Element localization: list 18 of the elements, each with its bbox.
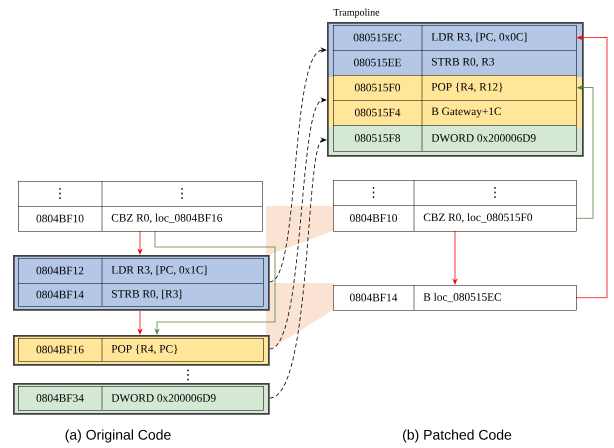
code-row: 0804BF16 POP {R4, PC} [18,338,264,362]
ellipsis: ⋮ [187,370,189,380]
code-row: 080515F0 POP {R4, R12} [333,74,577,101]
code-row: ⋮ ⋮ [18,180,263,207]
code-row: 0804BF34 DWORD 0x200006D9 [18,386,264,411]
code-row: 0804BF14 B loc_080515EC [333,284,577,311]
code-row: 080515EE STRB R0, R3 [333,50,577,76]
code-row: 080515F4 B Gateway+1C [333,100,577,126]
node-label: Trampoline [333,8,380,18]
code-row: 0804BF10 CBZ R0, loc_0804BF16 [18,206,263,232]
code-row: 0804BF14 STRB R0, [R3] [18,282,264,307]
code-row: ⋮ ⋮ [333,180,577,206]
caption: (a) Original Code [66,429,171,443]
code-row: 0804BF12 LDR R3, [PC, 0x1C] [18,258,264,284]
code-row: 0804BF10 CBZ R0, loc_080515F0 [333,204,577,232]
caption: (b) Patched Code [403,429,512,443]
code-row: 080515F8 DWORD 0x200006D9 [333,124,577,152]
code-row: 080515EC LDR R3, [PC, 0x0C] [333,24,577,51]
